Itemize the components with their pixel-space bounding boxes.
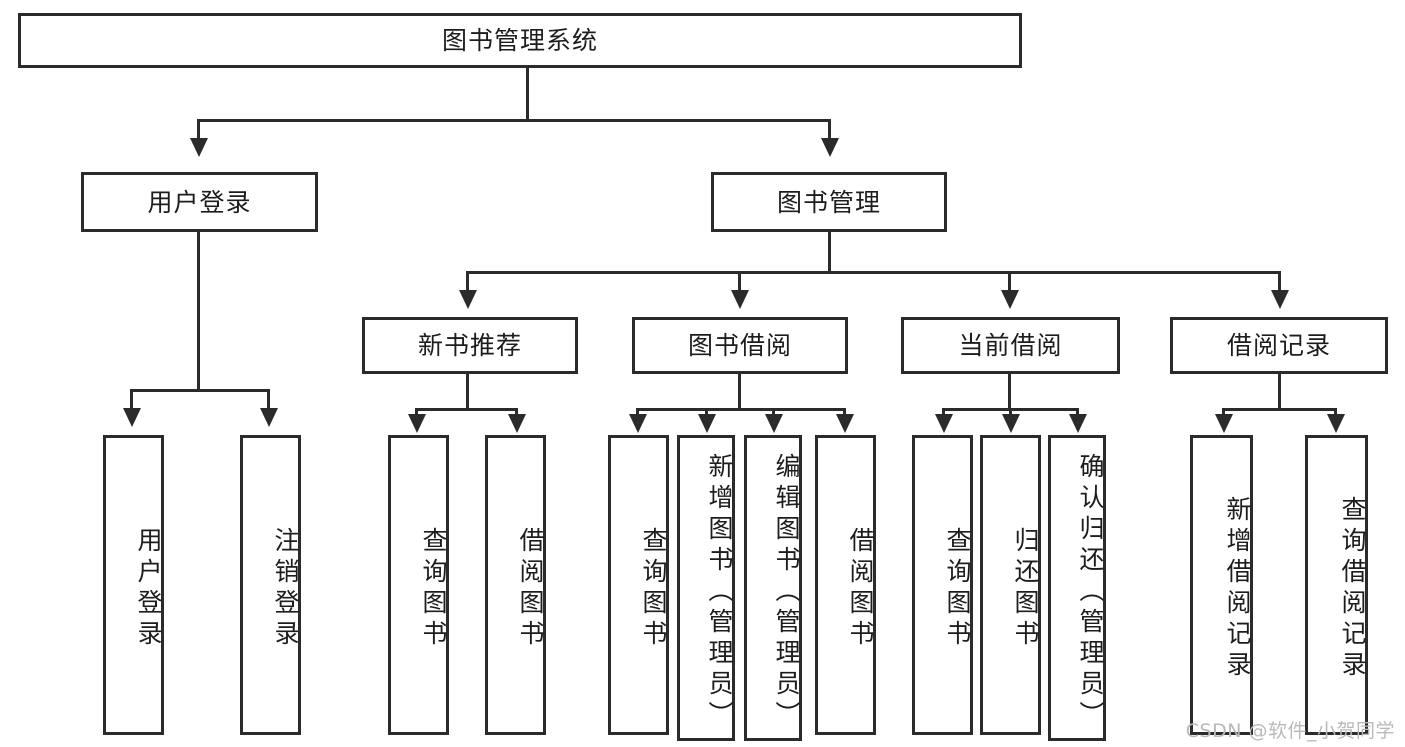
connector-root-to-user-login <box>197 119 200 141</box>
arrow-to-current-borrow <box>1001 290 1019 309</box>
connector-bb-drop-4 <box>843 408 846 418</box>
connector-bm-drop-borrow-record <box>1278 271 1281 292</box>
connector-user-login-bus <box>130 389 269 392</box>
connector-book-management-bus <box>466 271 1278 274</box>
node-label: 借阅图书 <box>846 527 875 651</box>
node-label: 新增借阅记录 <box>1223 496 1252 682</box>
connector-nbr-bus <box>415 408 518 411</box>
leaf-query-book-current[interactable]: 查询图书 <box>912 435 973 735</box>
leaf-user-login[interactable]: 用户登录 <box>103 435 164 735</box>
node-label: 编辑图书（管理员） <box>772 452 801 732</box>
arrow-to-leaf-user-login <box>123 408 141 427</box>
leaf-borrow-book-book-borrow[interactable]: 借阅图书 <box>815 435 876 735</box>
node-label: 新增图书（管理员） <box>705 452 734 732</box>
leaf-query-book-new-recommend[interactable]: 查询图书 <box>388 435 449 735</box>
leaf-return-book[interactable]: 归还图书 <box>980 435 1041 735</box>
arrow-to-book-borrow <box>731 290 749 309</box>
node-user-login[interactable]: 用户登录 <box>81 172 318 232</box>
arrow-to-leaf-query-book-cb <box>935 414 953 433</box>
connector-bb-stem <box>738 374 741 410</box>
leaf-borrow-book-new-recommend[interactable]: 借阅图书 <box>485 435 546 735</box>
connector-br-stem <box>1278 374 1281 410</box>
arrow-to-leaf-confirm-return <box>1069 414 1087 433</box>
connector-bm-drop-book-borrow <box>738 271 741 292</box>
connector-bb-drop-1 <box>636 408 639 418</box>
arrow-to-new-book-recommend <box>459 290 477 309</box>
connector-nbr-drop-2 <box>515 408 518 418</box>
connector-cb-drop-3 <box>1076 408 1079 418</box>
connector-br-drop-1 <box>1222 408 1225 418</box>
connector-cb-drop-1 <box>942 408 945 418</box>
leaf-logout[interactable]: 注销登录 <box>240 435 301 735</box>
leaf-query-borrow-record[interactable]: 查询借阅记录 <box>1305 435 1368 735</box>
node-label: 新书推荐 <box>417 331 522 360</box>
node-label: 查询借阅记录 <box>1338 496 1367 682</box>
node-label: 查询图书 <box>943 527 972 651</box>
leaf-add-book-admin[interactable]: 新增图书（管理员） <box>677 435 735 741</box>
node-root-book-management-system[interactable]: 图书管理系统 <box>18 13 1022 68</box>
connector-bm-drop-current-borrow <box>1008 271 1011 292</box>
node-label: 用户登录 <box>134 527 163 651</box>
arrow-to-leaf-return-book <box>1002 414 1020 433</box>
connector-root-to-book-management <box>828 119 831 141</box>
connector-user-login-stem <box>197 232 200 391</box>
arrow-to-leaf-borrow-book-nbr <box>508 414 526 433</box>
connector-user-login-drop-1 <box>130 389 133 410</box>
arrow-to-leaf-query-book-bb <box>629 414 647 433</box>
node-new-book-recommend[interactable]: 新书推荐 <box>362 317 578 374</box>
leaf-query-book-borrow[interactable]: 查询图书 <box>608 435 669 735</box>
arrow-to-leaf-query-record <box>1327 414 1345 433</box>
connector-nbr-stem <box>466 374 469 410</box>
node-label: 确认归还（管理员） <box>1076 452 1105 732</box>
node-label: 用户登录 <box>147 187 252 217</box>
node-label: 图书管理系统 <box>441 26 598 55</box>
connector-cb-drop-2 <box>1009 408 1012 418</box>
arrow-to-leaf-logout <box>260 408 278 427</box>
connector-bb-drop-3 <box>772 408 775 418</box>
node-label: 归还图书 <box>1011 527 1040 651</box>
node-label: 查询图书 <box>639 527 668 651</box>
node-label: 借阅图书 <box>516 527 545 651</box>
node-label: 注销登录 <box>271 527 300 651</box>
connector-bb-drop-2 <box>705 408 708 418</box>
leaf-edit-book-admin[interactable]: 编辑图书（管理员） <box>744 435 802 741</box>
arrow-to-user-login <box>190 138 208 157</box>
arrow-to-leaf-borrow-book-bb <box>836 414 854 433</box>
leaf-confirm-return-admin[interactable]: 确认归还（管理员） <box>1048 435 1106 741</box>
arrow-to-leaf-add-record <box>1215 414 1233 433</box>
arrow-to-leaf-edit-book <box>765 414 783 433</box>
arrow-to-book-management <box>821 138 839 157</box>
node-borrow-record[interactable]: 借阅记录 <box>1170 317 1388 374</box>
connector-br-bus <box>1222 408 1337 411</box>
watermark-text: CSDN @软件_小贺同学 <box>1185 720 1395 742</box>
arrow-to-leaf-add-book <box>698 414 716 433</box>
arrow-to-leaf-query-book-nbr <box>408 414 426 433</box>
node-book-borrow[interactable]: 图书借阅 <box>632 317 848 374</box>
connector-book-management-stem <box>828 232 831 273</box>
node-book-management[interactable]: 图书管理 <box>711 172 947 232</box>
connector-bm-drop-new-book <box>466 271 469 292</box>
connector-bb-bus <box>636 408 845 411</box>
node-label: 借阅记录 <box>1226 331 1331 360</box>
connector-cb-stem <box>1008 374 1011 410</box>
connector-root-stem <box>526 68 529 121</box>
node-current-borrow[interactable]: 当前借阅 <box>901 317 1120 374</box>
connector-nbr-drop-1 <box>415 408 418 418</box>
node-label: 图书借阅 <box>687 331 792 360</box>
node-label: 图书管理 <box>776 187 881 217</box>
connector-user-login-drop-2 <box>267 389 270 410</box>
connector-root-bus <box>197 119 831 122</box>
node-label: 查询图书 <box>419 527 448 651</box>
leaf-add-borrow-record[interactable]: 新增借阅记录 <box>1190 435 1253 735</box>
node-label: 当前借阅 <box>958 331 1063 360</box>
connector-br-drop-2 <box>1334 408 1337 418</box>
arrow-to-borrow-record <box>1271 290 1289 309</box>
